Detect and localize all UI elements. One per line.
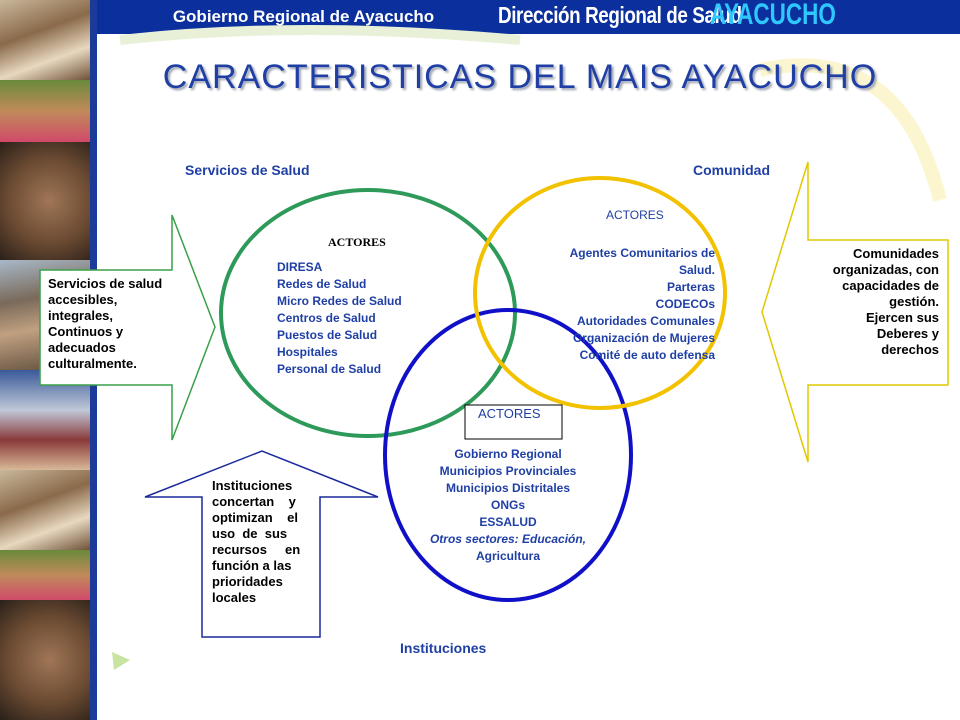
yellow-actors-heading: ACTORES [606,208,664,222]
green-actor-item: Puestos de Salud [277,328,378,342]
left-arrow-line: Continuos y [48,324,124,339]
header-right-banner: Dirección Regional de Salud AYACUCHO [490,0,960,34]
blue-ellipse [383,308,633,602]
bottom-arrow-shape [144,450,379,638]
green-actors-list: DIRESA Redes de Salud Micro Redes de Sal… [277,259,402,378]
blue-actor-item: Gobierno Regional [454,447,562,461]
left-arrow-shape [39,214,216,441]
green-actor-item: Redes de Salud [277,277,367,291]
photo-woman-hat [0,80,90,142]
left-arrow-line: adecuados [48,340,116,355]
yellow-actor-item: Salud. [678,263,715,277]
blue-actor-item: Municipios Provinciales [439,464,577,478]
bottom-arrow-line: recursos en [212,542,301,557]
yellow-actor-item: Agentes Comunitarios de [569,246,715,260]
left-arrow-line: accesibles, [48,292,118,307]
bg-swirl-2 [758,58,947,202]
right-arrow-line: gestión. [889,294,939,309]
right-arrow-line: capacidades de [842,278,939,293]
yellow-actor-item: Autoridades Comunales [576,314,715,328]
header-right-title: Dirección Regional de Salud [498,2,742,28]
green-actor-item: DIRESA [277,260,323,274]
green-actor-item: Hospitales [277,345,338,359]
blue-actors-heading: ACTORES [478,406,541,421]
blue-actor-item: ONGs [490,498,525,512]
photo-gathering [0,370,90,470]
blue-actor-item: Agricultura [475,549,540,563]
left-arrow-line: Servicios de salud [48,276,163,291]
photo-children-2 [0,470,90,550]
yellow-actor-item: Parteras [666,280,715,294]
green-actor-item: Centros de Salud [277,311,376,325]
blue-actors-list: Gobierno Regional Municipios Provinciale… [403,446,613,565]
photo-woman-hat-2 [0,550,90,600]
right-arrow-line: Ejercen sus [866,310,939,325]
deco-arrowhead [112,652,130,670]
right-arrow-shape [761,161,949,463]
blue-actor-item: ESSALUD [479,515,537,529]
bottom-arrow-line: Instituciones [212,478,293,493]
yellow-actor-item: Comité de auto defensa [579,348,715,362]
right-arrow-line: derechos [881,342,939,357]
green-actors-heading: ACTORES [328,235,386,249]
right-arrow-line: Deberes y [876,326,939,341]
right-arrow-text: Comunidades organizadas, con capacidades… [810,246,939,358]
right-arrow-line: Comunidades [853,246,939,261]
yellow-actors-list: Agentes Comunitarios de Salud. Parteras … [540,245,715,364]
label-instituciones: Instituciones [400,640,487,656]
bottom-arrow-line: locales [212,590,257,605]
bottom-arrow-line: concertan y [212,494,296,509]
bottom-arrow-line: optimizan el [212,510,298,525]
blue-actor-item: Municipios Distritales [445,481,571,495]
yellow-actor-item: CODECOs [655,297,715,311]
label-servicios: Servicios de Salud [185,162,310,178]
bottom-arrow-line: prioridades [212,574,283,589]
left-arrow-line: integrales, [48,308,114,323]
right-arrow-line: organizadas, con [832,262,939,277]
slide-title: CARACTERISTICAS DEL MAIS AYACUCHO [162,58,878,96]
green-actor-item: Micro Redes de Salud [277,294,402,308]
photo-elder-face-2 [0,600,90,720]
left-arrow-text: Servicios de salud accesibles, integrale… [48,276,162,372]
green-actor-item: Personal de Salud [277,362,382,376]
photo-elder-face [0,142,90,260]
header-right-city: AYACUCHO [710,0,836,31]
label-comunidad: Comunidad [693,162,770,178]
photo-children [0,0,90,80]
green-ellipse [219,188,517,438]
bg-swirl [119,25,521,45]
blue-actors-box [464,404,563,440]
yellow-actor-item: Organización de Mujeres [572,331,715,345]
blue-actor-item: Otros sectores: Educación, [429,532,587,546]
left-arrow-line: culturalmente. [48,356,137,371]
yellow-ellipse [473,176,727,410]
bottom-arrow-line: función a las [212,558,292,573]
bottom-arrow-line: uso de sus [212,526,288,541]
bottom-arrow-text: Instituciones concertan y optimizan el u… [212,478,310,606]
